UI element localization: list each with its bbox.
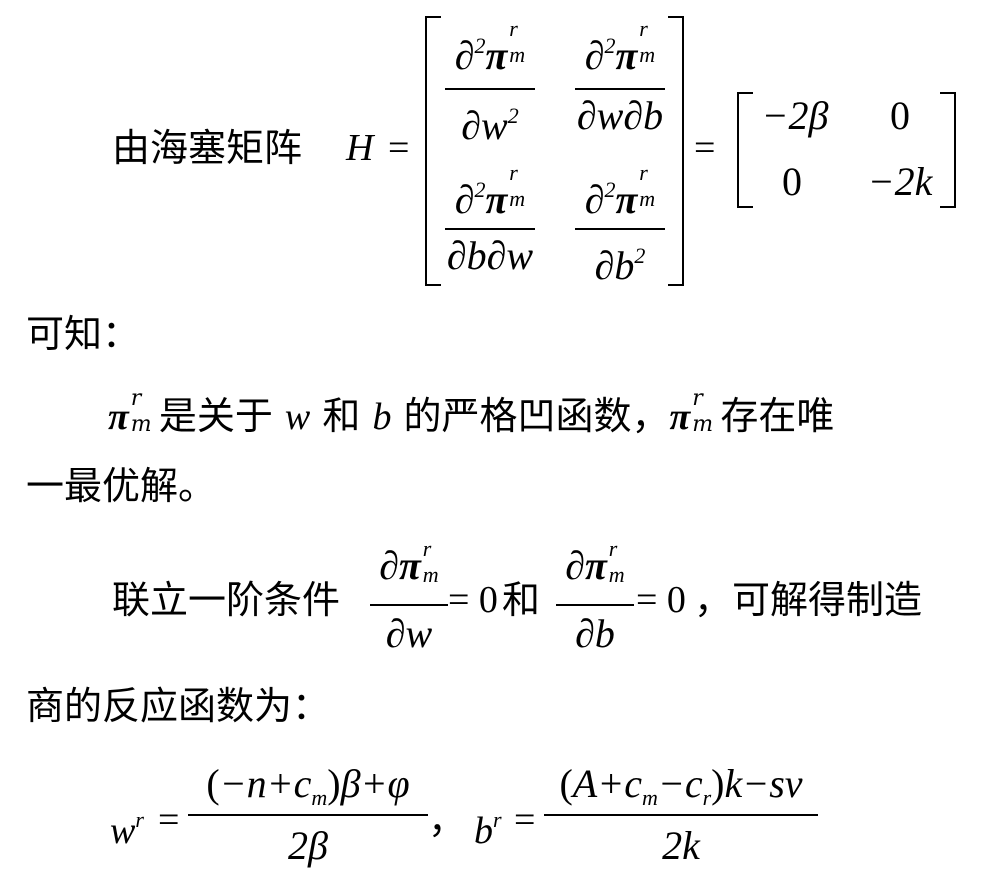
equals-sign-2: = [694,127,716,169]
matrix2-a21: 0 [782,159,802,204]
matrix2-a11: −2β [761,93,829,138]
foc-equals-zero-1: = 0 [448,579,498,621]
b-r-symbol: br [474,807,502,852]
matrix1-left-bracket [425,16,441,286]
matrix1-right-bracket [668,16,684,286]
comma: ， [428,798,467,842]
unique-solution-text: 一最优解。 [26,464,217,508]
foc-lead-text: 联立一阶条件 [112,578,341,622]
w-r-fraction: (−n+cm)β+φ 2β [188,756,428,880]
foc-equals-zero-2: = 0 [636,579,686,621]
hessian-lead-text: 由海塞矩阵 [112,126,303,170]
matrix2-right-bracket [940,92,956,208]
w-r-symbol: wr [110,807,144,852]
matrix2-a22: −2k [867,159,933,204]
reaction-function-intro: 商的反应函数为： [26,684,331,728]
text-kezhi: 可知： [26,312,141,356]
matrix2-left-bracket [737,92,753,208]
b-r-fraction: (A+cm−cr)k−sv 2k [544,756,818,880]
foc-and: 和 [502,578,541,622]
equals-sign: = [388,127,410,169]
w-equals: = [158,799,180,841]
b-equals: = [514,799,536,841]
matrix2-a12: 0 [890,93,910,138]
foc-tail-text: ，可解得制造 [694,578,923,622]
matrix-symbol: H [346,127,374,169]
